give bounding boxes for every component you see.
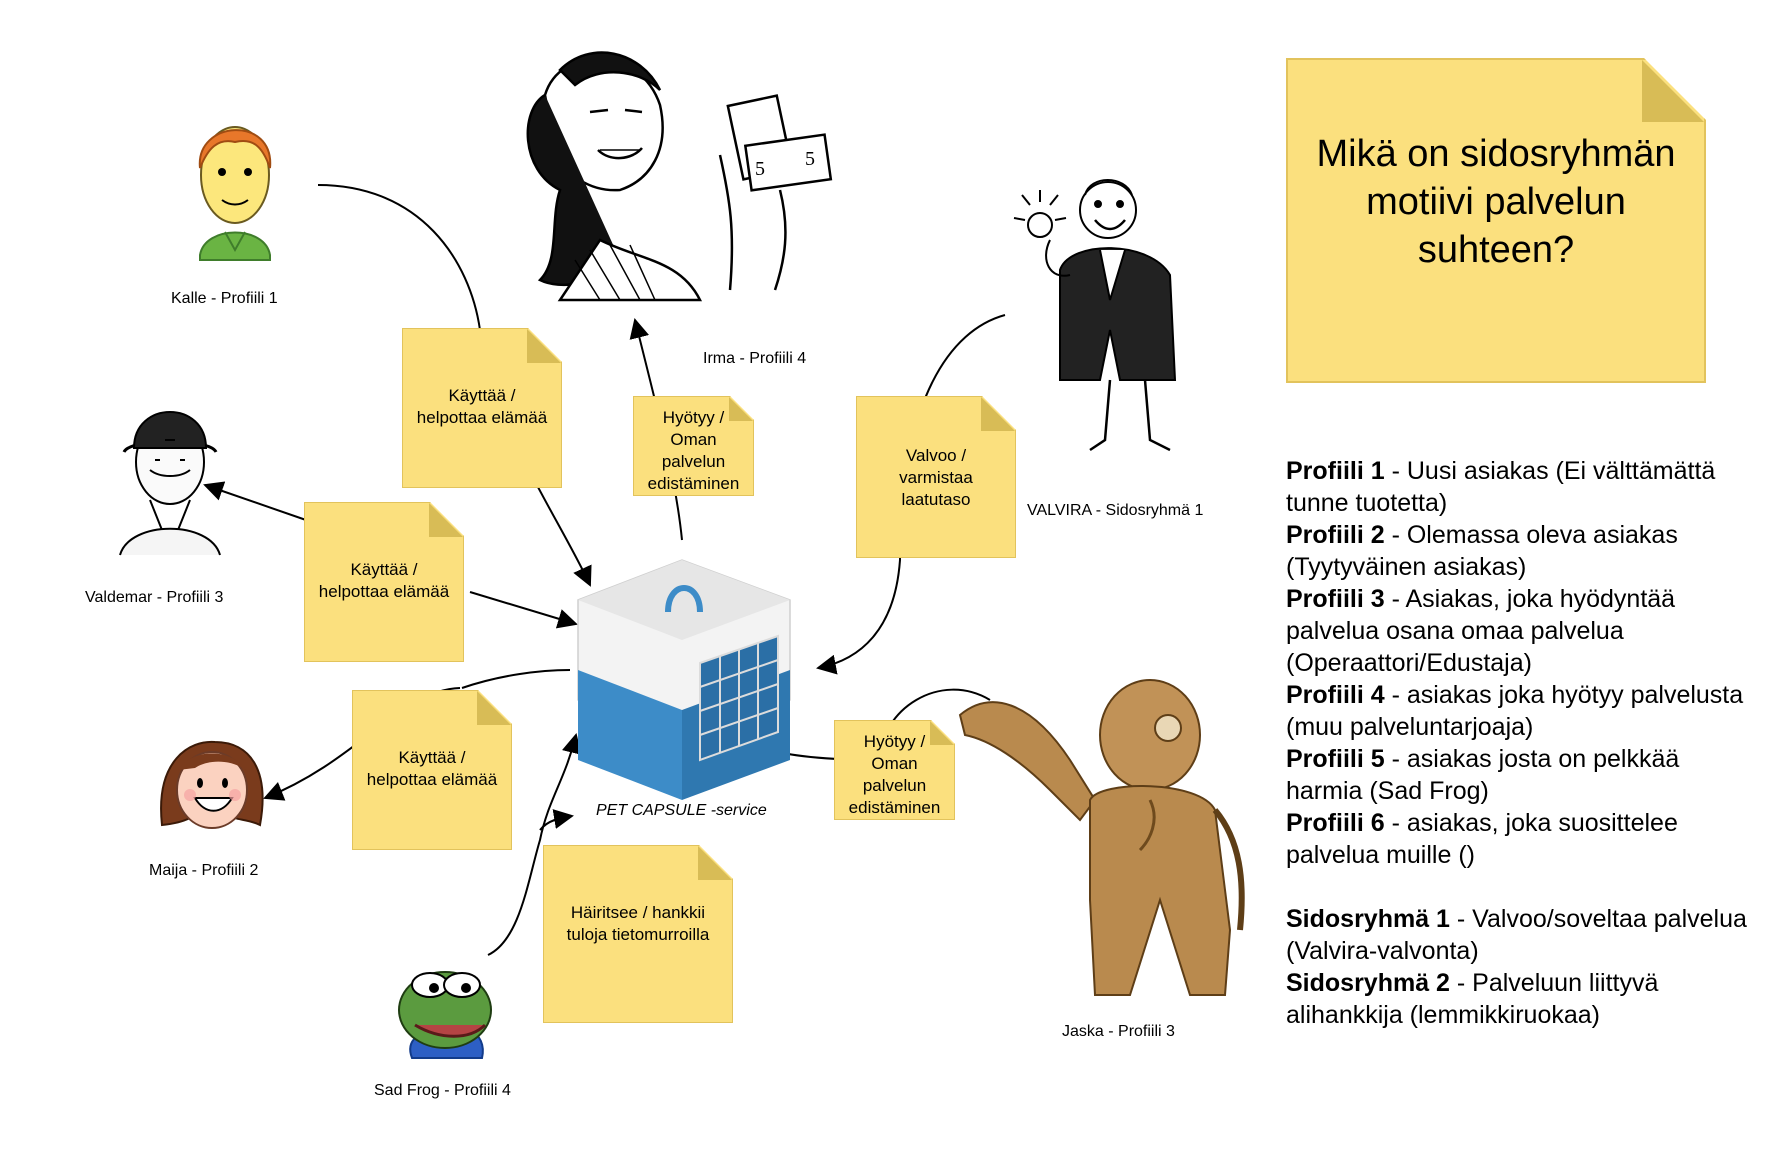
question-text: Mikä on sidosryhmän motiivi palvelun suh…: [1316, 133, 1676, 271]
legend-row: Profiili 2 - Olemassa oleva asiakas (Tyy…: [1286, 519, 1756, 583]
legend-desc: - asiakas joka hyötyy palvelusta (muu pa…: [1286, 681, 1744, 741]
note-text: Häiritsee / hankkii tuloja tietomurroill…: [566, 903, 710, 944]
legend-desc: - asiakas josta on pelkkää harmia (Sad F…: [1286, 745, 1680, 805]
actor-label-irma: Irma - Profiili 4: [703, 350, 807, 367]
actor-label-valdemar: Valdemar - Profiili 3: [85, 589, 224, 606]
note-valdemar: Käyttää / helpottaa elämää: [304, 502, 464, 662]
legend-key: Profiili 3: [1286, 585, 1385, 613]
actor-label-sadfrog: Sad Frog - Profiili 4: [374, 1082, 511, 1099]
legend-row: Profiili 3 - Asiakas, joka hyödyntää pal…: [1286, 583, 1756, 679]
service-caption: PET CAPSULE -service: [596, 802, 767, 819]
profile-legend: Profiili 1 - Uusi asiakas (Ei välttämätt…: [1286, 455, 1756, 1031]
legend-desc: - asiakas, joka suosittelee palvelua mui…: [1286, 809, 1678, 869]
legend-key: Profiili 2: [1286, 521, 1385, 549]
bowler-hat-man-icon: [119, 411, 221, 556]
legend-row: Sidosryhmä 1 - Valvoo/soveltaa palvelua …: [1286, 903, 1756, 967]
connector-sadfrog: [487, 733, 582, 956]
note-valvira: Valvoo / varmistaa laatutaso: [856, 396, 1016, 558]
legend-key: Sidosryhmä 2: [1286, 969, 1450, 997]
note-maija: Käyttää / helpottaa elämää: [352, 690, 512, 850]
legend-desc: - Olemassa oleva asiakas (Tyytyväinen as…: [1286, 521, 1678, 581]
actor-label-kalle: Kalle - Profiili 1: [171, 290, 278, 307]
legend-key: Sidosryhmä 1: [1286, 905, 1450, 933]
note-kalle: Käyttää / helpottaa elämää: [402, 328, 562, 488]
note-text: Valvoo / varmistaa laatutaso: [899, 446, 973, 509]
connector-maija-center: [461, 669, 571, 689]
note-text: Käyttää / helpottaa elämää: [318, 560, 450, 601]
legend-key: Profiili 1: [1286, 457, 1385, 485]
legend-desc: - Palveluun liittyvä alihankkija (lemmik…: [1286, 969, 1659, 1029]
actor-label-jaska: Jaska - Profiili 3: [1062, 1023, 1175, 1040]
legend-key: Profiili 5: [1286, 745, 1385, 773]
diving-suit-statue-icon: [958, 679, 1245, 996]
pet-capsule-icon: [577, 559, 791, 800]
connector-valdemar: [203, 481, 307, 521]
legend-row: Profiili 5 - asiakas josta on pelkkää ha…: [1286, 743, 1756, 807]
sad-frog-icon: [398, 971, 492, 1059]
legend-desc: - Asiakas, joka hyödyntää palvelua osana…: [1286, 585, 1676, 677]
svg-text:5: 5: [805, 148, 815, 170]
legend-desc: - Uusi asiakas (Ei välttämättä tunne tuo…: [1286, 457, 1716, 517]
connector-valdemar-center: [469, 591, 578, 629]
legend-row: Profiili 6 - asiakas, joka suosittelee p…: [1286, 807, 1756, 871]
legend-row: Profiili 4 - asiakas joka hyötyy palvelu…: [1286, 679, 1756, 743]
legend-desc: - Valvoo/soveltaa palvelua (Valvira-valv…: [1286, 905, 1747, 965]
question-note: Mikä on sidosryhmän motiivi palvelun suh…: [1286, 58, 1706, 383]
legend-row: Sidosryhmä 2 - Palveluun liittyvä alihan…: [1286, 967, 1756, 1031]
legend-key: Profiili 4: [1286, 681, 1385, 709]
connector-sadfrog-branch: [539, 809, 574, 831]
cash-icon: 5 5: [726, 94, 833, 192]
legend-spacer: [1286, 871, 1756, 903]
actor-label-maija: Maija - Profiili 2: [149, 862, 259, 879]
young-man-icon: [198, 126, 272, 261]
legend-row: Profiili 1 - Uusi asiakas (Ei välttämätt…: [1286, 455, 1756, 519]
actor-label-valvira: VALVIRA - Sidosryhmä 1: [1027, 502, 1204, 519]
gentleman-with-lightbulb-icon: [1013, 179, 1177, 452]
note-text: Käyttää / helpottaa elämää: [416, 386, 548, 427]
smiling-woman-icon: [160, 740, 264, 829]
note-text: Hyötyy / Oman palvelun edistäminen: [647, 408, 740, 493]
note-text: Hyötyy / Oman palvelun edistäminen: [848, 732, 941, 817]
note-text: Käyttää / helpottaa elämää: [366, 748, 498, 789]
note-irma: Hyötyy / Oman palvelun edistäminen: [633, 396, 754, 496]
woman-with-money-icon: 5 5: [526, 51, 833, 302]
legend-key: Profiili 6: [1286, 809, 1385, 837]
note-sadfrog: Häiritsee / hankkii tuloja tietomurroill…: [543, 845, 733, 1023]
note-jaska: Hyötyy / Oman palvelun edistäminen: [834, 720, 955, 820]
svg-text:5: 5: [755, 158, 765, 180]
